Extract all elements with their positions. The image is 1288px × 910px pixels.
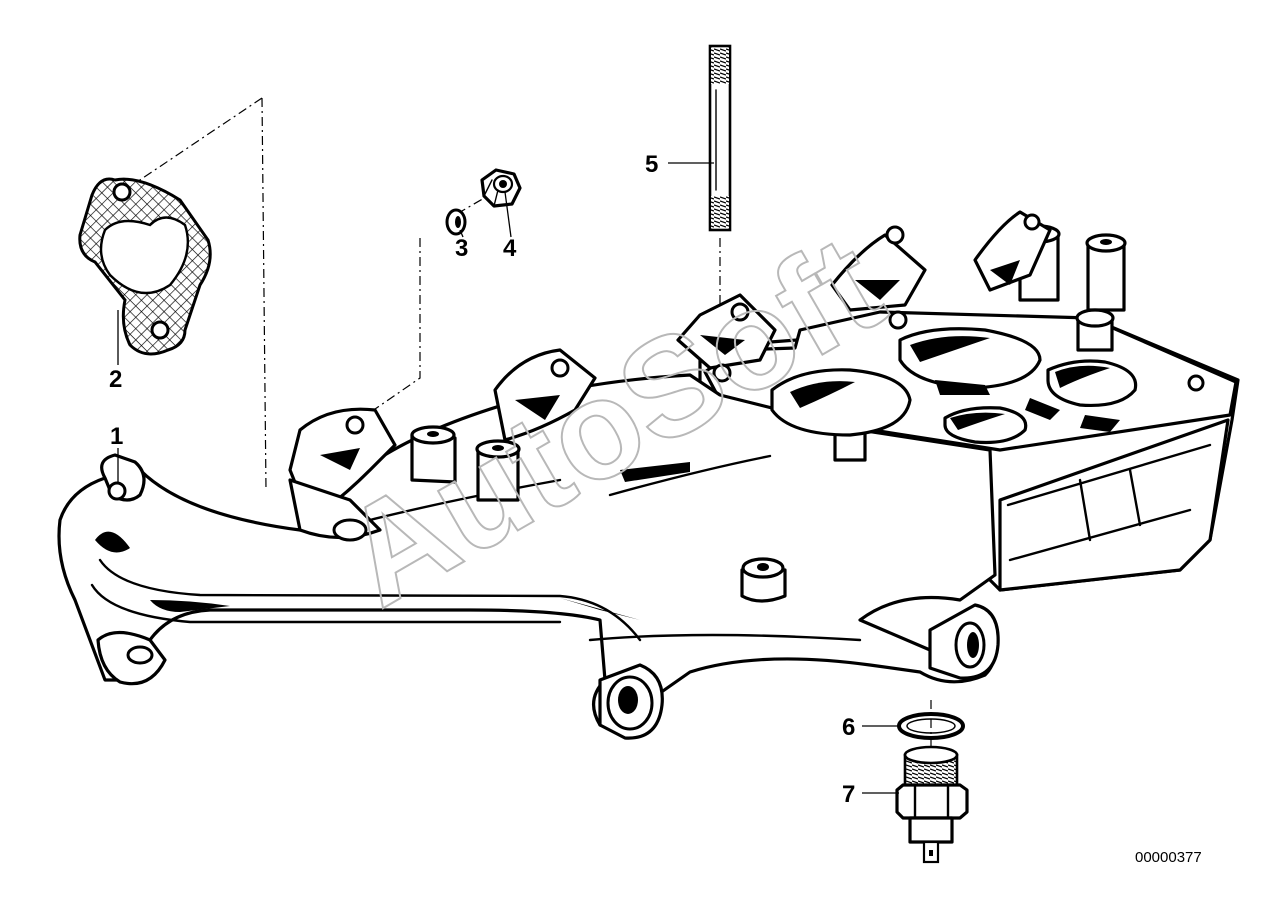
gasket xyxy=(78,177,212,356)
stud xyxy=(708,44,732,232)
callout-3: 3 xyxy=(455,235,468,262)
callouts: 1 2 3 4 5 6 7 xyxy=(109,151,855,808)
leader-lines xyxy=(117,162,899,794)
washer xyxy=(445,208,467,236)
callout-2: 2 xyxy=(109,366,122,393)
hex-nut xyxy=(480,168,522,208)
diagram-reference-code: 00000377 xyxy=(1135,849,1202,866)
temperature-switch xyxy=(895,745,969,864)
callout-1: 1 xyxy=(110,423,123,450)
intake-manifold xyxy=(57,210,1240,740)
callout-7: 7 xyxy=(842,781,855,808)
callout-4: 4 xyxy=(503,235,517,262)
callout-6: 6 xyxy=(842,714,855,741)
callout-5: 5 xyxy=(645,151,658,178)
